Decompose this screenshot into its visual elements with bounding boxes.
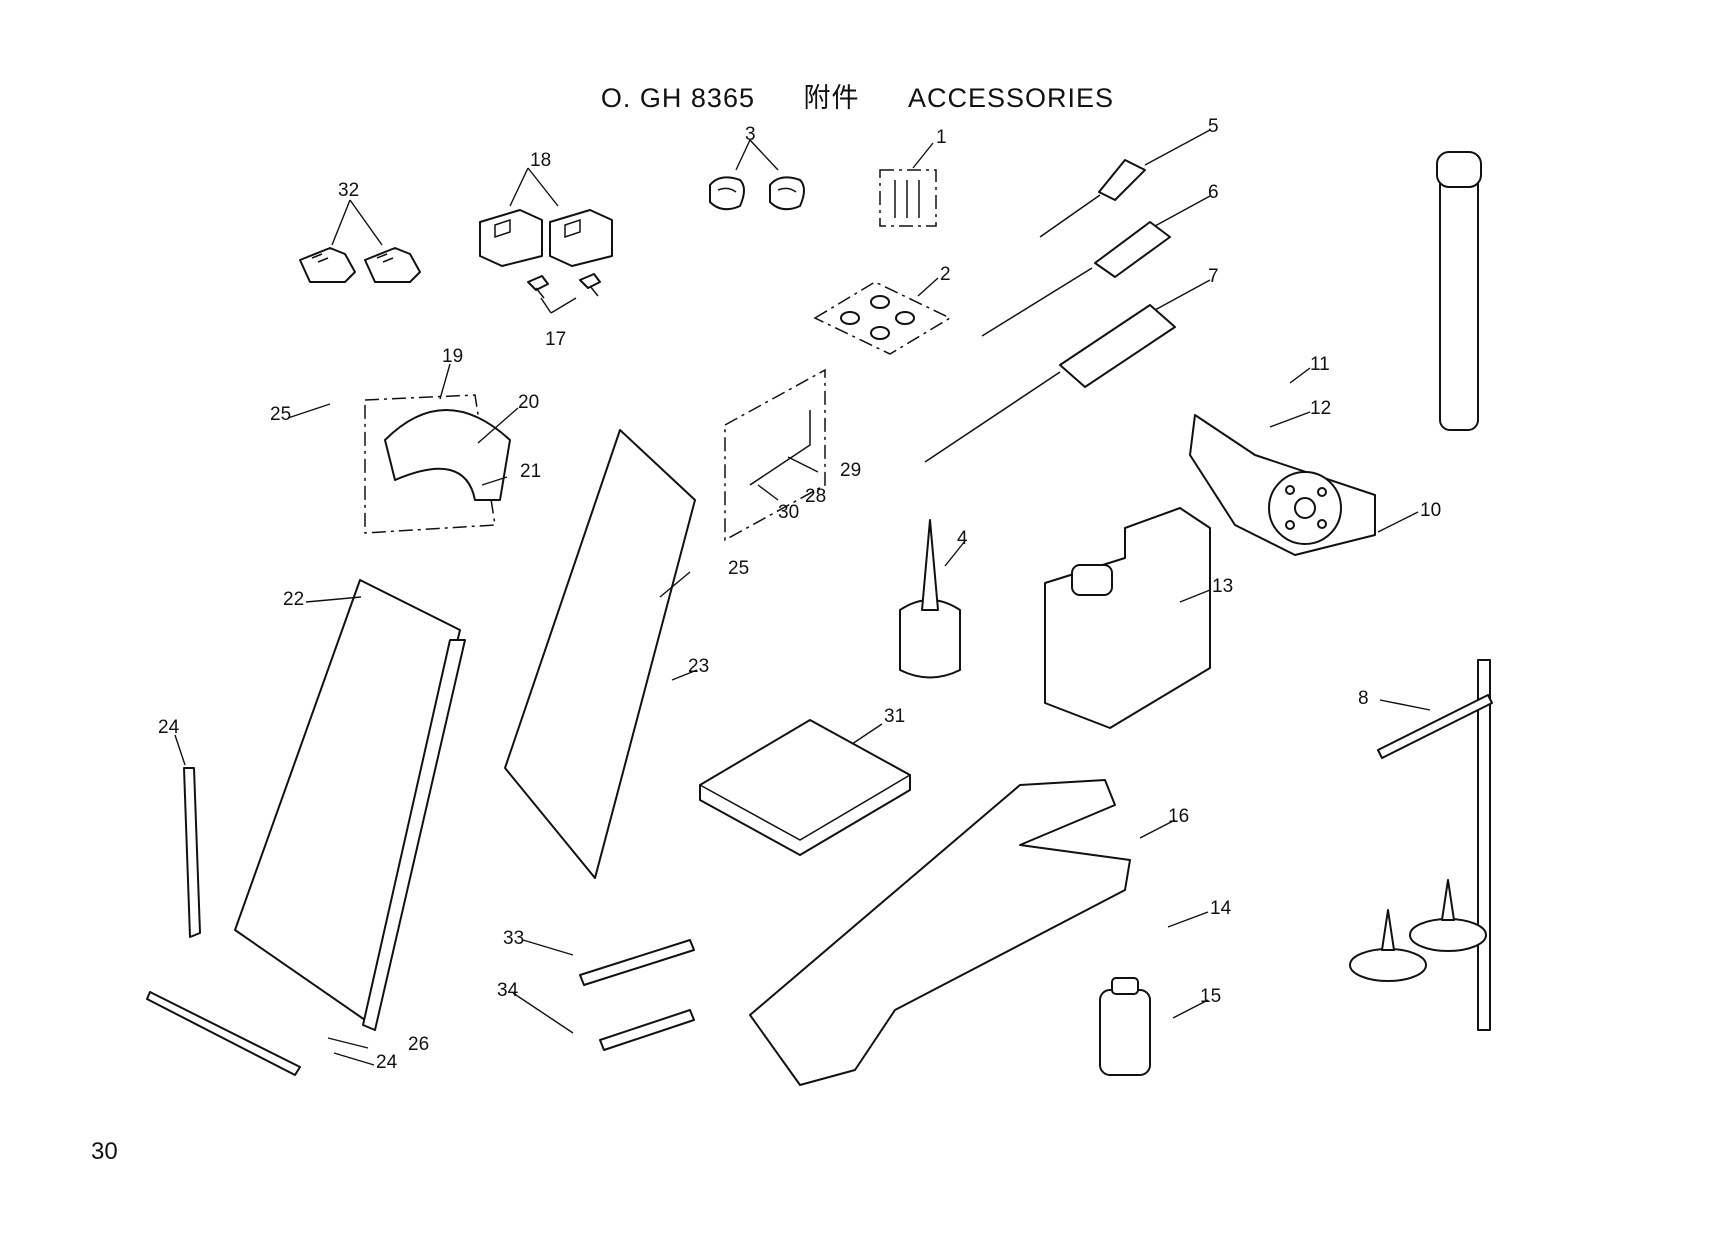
callout-6: 6: [1208, 182, 1219, 203]
callout-24b: 24: [376, 1052, 398, 1073]
callout-15: 15: [1200, 986, 1221, 1007]
part-15-bottle: [1099, 977, 1151, 1076]
callout-24a: 24: [158, 717, 180, 738]
part-22-panel: [234, 579, 466, 1031]
callout-16: 16: [1168, 806, 1189, 827]
callout-33: 33: [503, 928, 524, 949]
part-29-plate: [724, 368, 826, 542]
callout-25b: 25: [728, 558, 749, 579]
part-3-pair: [709, 176, 805, 211]
callout-14: 14: [1210, 898, 1232, 919]
callout-31: 31: [884, 706, 905, 727]
title-chinese: 附件: [803, 83, 860, 113]
part-13-jug: [1044, 507, 1211, 729]
thread-tube: [1436, 151, 1482, 431]
leader-lines: [174, 129, 1431, 1066]
part-2-pads: [813, 281, 952, 355]
callout-18: 18: [530, 150, 551, 171]
callout-1: 1: [936, 127, 947, 148]
part-17-pair: [527, 273, 601, 299]
callout-4: 4: [957, 528, 968, 549]
model-code: O. GH 8365: [600, 83, 755, 113]
part-1-needles: [879, 169, 937, 227]
part-8-thread-stand: [1349, 659, 1493, 1031]
callout-32: 32: [338, 180, 359, 201]
callout-34: 34: [497, 980, 519, 1001]
part-10-mechanism: [1189, 414, 1376, 556]
page-title: O. GH 8365 附件 ACCESSORIES: [0, 76, 1715, 115]
callout-23: 23: [688, 656, 709, 677]
part-33-wrench: [579, 939, 695, 986]
part-4-oil-can: [899, 519, 961, 679]
callout-labels: 1 2 3 4 5 6 7 8 10 11 12 13 14 15 16 17 …: [158, 116, 1441, 1073]
part-31-manual: [699, 719, 911, 856]
part-14-tray: [749, 779, 1131, 1086]
callout-30: 30: [778, 502, 799, 523]
callout-19: 19: [442, 346, 463, 367]
part-6-screwdriver: [981, 221, 1171, 337]
callout-12: 12: [1310, 398, 1331, 419]
callout-2: 2: [940, 264, 951, 285]
callout-20: 20: [518, 392, 539, 413]
callout-13: 13: [1212, 576, 1233, 597]
part-18-pair: [479, 209, 613, 267]
part-7-screwdriver: [924, 304, 1176, 463]
part-23-panel: [504, 429, 696, 879]
callout-7: 7: [1208, 266, 1219, 287]
callout-26: 26: [408, 1034, 429, 1055]
callout-17: 17: [545, 329, 566, 350]
page-number: 30: [91, 1138, 118, 1165]
part-24-bar-vertical: [183, 767, 201, 938]
callout-29: 29: [840, 460, 861, 481]
callout-28: 28: [805, 486, 826, 507]
title-english: ACCESSORIES: [908, 83, 1115, 113]
part-5-screwdriver: [1039, 159, 1146, 238]
callout-10: 10: [1420, 500, 1441, 521]
part-32-pair: [299, 247, 421, 283]
callout-21: 21: [520, 461, 541, 482]
callout-3: 3: [745, 124, 756, 145]
part-34-wrench: [599, 1009, 695, 1051]
part-19-cover: [364, 394, 511, 534]
callout-22: 22: [283, 589, 304, 610]
part-24-bar-horizontal: [146, 991, 301, 1076]
callout-5: 5: [1208, 116, 1219, 137]
callout-11: 11: [1310, 354, 1330, 375]
callout-25a: 25: [270, 404, 291, 425]
callout-8: 8: [1358, 688, 1369, 709]
